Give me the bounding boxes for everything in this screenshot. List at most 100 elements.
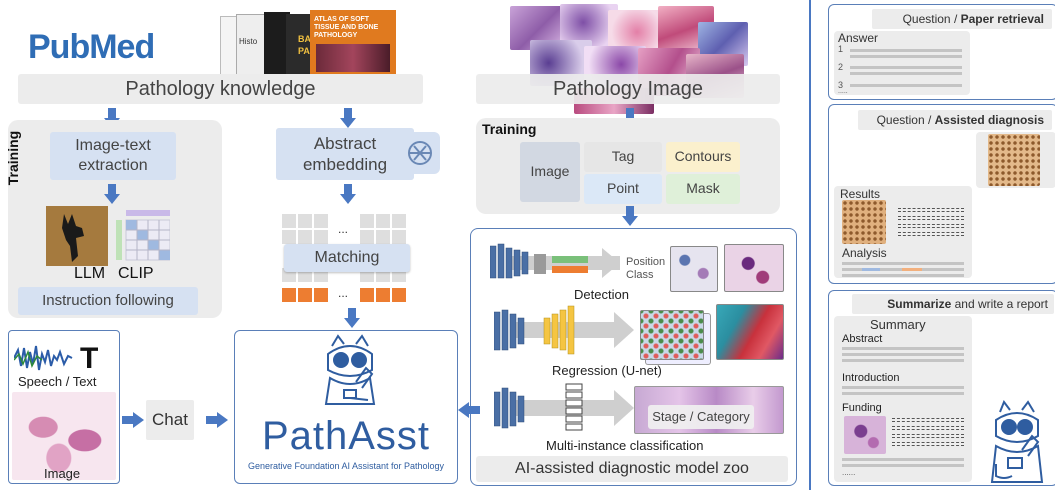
detection-label: Detection [574, 287, 629, 302]
book-title-ba: BA [298, 34, 311, 44]
chat-label: Chat [152, 410, 188, 429]
vertical-divider [809, 0, 811, 490]
matching-label: Matching [314, 249, 380, 266]
pathasst-subtitle: Generative Foundation AI Assistant for P… [247, 461, 445, 471]
book [264, 12, 290, 76]
pathology-image-title-bar: Pathology Image [476, 74, 780, 104]
q3-text: Summarize and write a report [887, 297, 1048, 311]
model-zoo-title-bar: AI-assisted diagnostic model zoo [476, 456, 788, 482]
arrow-down [340, 108, 356, 128]
book-title-histo: Histo [239, 37, 258, 46]
abstract-embedding-label: Abstract embedding [302, 133, 388, 174]
book-title-atlas: ATLAS OF SOFT TISSUE AND BONE PATHOLOGY [314, 16, 379, 39]
regression-sample-image-1 [640, 310, 704, 360]
waveform-icon [13, 344, 74, 372]
stage-category-badge: Stage / Category [648, 405, 754, 429]
llm-label: LLM [74, 265, 106, 282]
abstract-embedding-label-box: Abstract embedding [276, 128, 414, 180]
input-image-label: Image [44, 466, 81, 481]
image-text-extraction-box: Image-text extraction [50, 132, 176, 180]
summary-end-dots: ...... [842, 468, 856, 477]
abstract-label: Abstract [842, 333, 883, 345]
pubmed-logo: PubMed [28, 28, 188, 72]
arrow-down [104, 184, 120, 204]
image-training-label: Training [482, 121, 537, 137]
answer-line [850, 66, 962, 69]
mil-network-icon [493, 380, 634, 436]
knowledge-title-bar: Pathology knowledge [18, 74, 423, 104]
pubmed-logo-text: PubMed [28, 28, 155, 66]
arrow-down [622, 206, 638, 226]
answer-line [850, 72, 962, 75]
summary-line [842, 386, 964, 389]
summary-line [842, 458, 964, 461]
results-label: Results [840, 187, 881, 201]
funding-table-row [892, 442, 964, 446]
matching-box: Matching [284, 244, 410, 272]
annotation-point: Point [584, 174, 662, 204]
cat-doctor-mascot-icon [982, 399, 1052, 484]
q2-query-image [988, 134, 1040, 186]
summary-label: Summary [870, 317, 926, 332]
regression-network-icon [493, 302, 634, 360]
matching-ellipsis-bottom: ... [338, 286, 349, 300]
summary-line [842, 464, 964, 467]
q2-text: Question / Assisted diagnosis [876, 113, 1044, 127]
results-image [842, 200, 886, 244]
answer-label: Answer [838, 31, 879, 45]
book: ATLAS OF SOFT TISSUE AND BONE PATHOLOGY [310, 10, 396, 76]
answer-item-number: 1 [838, 44, 844, 54]
arrow-down [344, 308, 360, 328]
result-table-row [898, 216, 964, 220]
text-t-icon: T [80, 342, 99, 375]
input-tissue-image [12, 392, 116, 480]
clip-label: CLIP [118, 265, 154, 282]
matching-ellipsis-top: ... [338, 222, 349, 236]
summary-line [842, 347, 964, 350]
summary-box [834, 316, 972, 482]
llama-silhouette-icon [62, 214, 84, 262]
cat-doctor-logo-icon [310, 334, 390, 410]
analysis-label: Analysis [842, 246, 887, 260]
funding-label: Funding [842, 402, 882, 414]
result-table-row [898, 224, 964, 228]
detection-sample-image-1 [670, 246, 718, 292]
regression-label: Regression (U-net) [552, 363, 662, 378]
answer-dots: ..... [838, 88, 848, 95]
arrow-right [206, 412, 228, 428]
clip-matrix-icon [116, 210, 171, 262]
speech-text-label: Speech / Text [18, 374, 97, 389]
answer-item-number: 3 [838, 80, 844, 90]
q1-text: Question / Paper retrieval [902, 12, 1044, 26]
summary-line [842, 353, 964, 356]
training-label-vertical: Training [5, 130, 22, 186]
result-table-row [898, 208, 964, 212]
q3-header: Summarize and write a report [852, 294, 1054, 314]
mil-label: Multi-instance classification [546, 438, 704, 453]
regression-sample-image-2 [716, 304, 784, 360]
answer-item-number: 2 [838, 62, 844, 72]
introduction-label: Introduction [842, 372, 900, 384]
matching-grid: ... ... [282, 214, 412, 306]
funding-table-row [892, 434, 964, 438]
answer-line [850, 55, 962, 58]
answer-line [850, 49, 962, 52]
model-zoo-title: AI-assisted diagnostic model zoo [515, 460, 749, 477]
funding-table-row [892, 426, 964, 430]
openai-icon [400, 132, 440, 174]
instruction-following-box: Instruction following [18, 287, 198, 315]
chat-box: Chat [146, 400, 194, 440]
result-table-row [898, 232, 964, 236]
arrow-right [122, 412, 144, 428]
analysis-line [842, 274, 964, 277]
llama-icon [46, 206, 108, 266]
image-text-extraction-label: Image-text extraction [75, 137, 151, 174]
analysis-line [842, 268, 964, 271]
book-stack: Histo BA PA ATLAS OF SOFT TISSUE AND BON… [220, 10, 400, 76]
pathasst-name: PathAsst [261, 414, 431, 458]
answer-line [850, 84, 962, 87]
q1-header: Question / Paper retrieval [872, 9, 1052, 29]
q2-header: Question / Assisted diagnosis [858, 110, 1052, 130]
annotation-contours: Contours [666, 142, 740, 172]
detection-sample-image-2 [724, 244, 784, 292]
